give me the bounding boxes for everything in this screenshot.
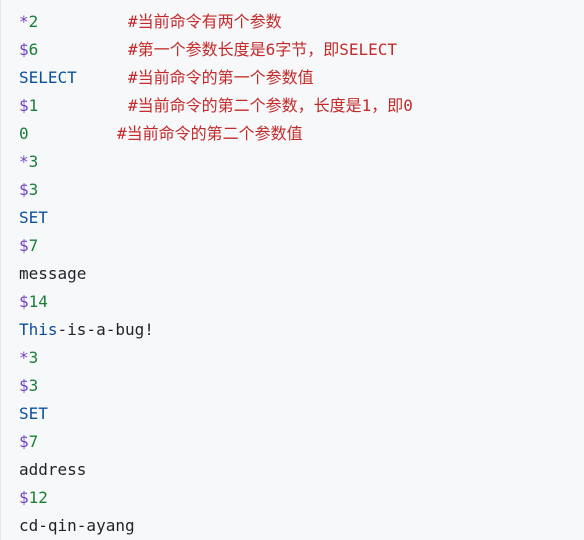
code-token: $: [19, 488, 29, 507]
code-line: $3: [19, 176, 38, 204]
code-token: SET: [19, 208, 48, 227]
code-token: 3: [28, 180, 39, 199]
code-line: SET: [19, 400, 48, 428]
code-line: $12: [19, 484, 48, 512]
code-line: $1: [19, 92, 38, 120]
code-token: $: [19, 376, 29, 395]
code-comment: #当前命令有两个参数: [128, 12, 282, 31]
code-token: SELECT: [19, 68, 77, 87]
code-line: This-is-a-bug!: [19, 316, 154, 344]
code-token: $: [19, 40, 29, 59]
code-token: message: [19, 264, 87, 283]
code-line: SET: [19, 204, 48, 232]
code-token: address: [19, 460, 87, 479]
code-token: 14: [28, 292, 48, 311]
code-token: *: [19, 348, 29, 367]
code-comment: #当前命令的第二个参数，长度是1，即0: [128, 96, 413, 115]
code-line: *2: [19, 8, 38, 36]
code-line: *3: [19, 148, 38, 176]
code-token: *: [19, 12, 29, 31]
code-token: $: [19, 236, 29, 255]
code-token: SET: [19, 404, 48, 423]
code-comment: #当前命令的第一个参数值: [128, 68, 314, 87]
code-line: cd-qin-ayang: [19, 512, 135, 540]
code-token: $: [19, 96, 29, 115]
code-line: address: [19, 456, 86, 484]
code-token: 3: [28, 348, 39, 367]
code-token: This: [19, 320, 58, 339]
code-comment: #第一个参数长度是6字节，即SELECT: [128, 40, 398, 59]
code-token: -is-a-bug!: [57, 320, 154, 339]
code-token: cd-qin-ayang: [19, 516, 135, 535]
code-token: 3: [28, 152, 39, 171]
code-token: 3: [28, 376, 39, 395]
code-token: 0: [19, 124, 29, 143]
code-line: message: [19, 260, 86, 288]
code-token: 2: [28, 12, 39, 31]
code-token: $: [19, 180, 29, 199]
code-line: *3: [19, 344, 38, 372]
code-line: 0: [19, 120, 29, 148]
code-token: 7: [28, 236, 39, 255]
code-comment: #当前命令的第二个参数值: [117, 124, 303, 143]
code-token: 6: [28, 40, 39, 59]
code-line: $6: [19, 36, 38, 64]
code-token: 7: [28, 432, 39, 451]
code-token: 12: [28, 488, 48, 507]
code-token: $: [19, 292, 29, 311]
code-line: $7: [19, 232, 38, 260]
code-line: SELECT: [19, 64, 77, 92]
code-token: $: [19, 432, 29, 451]
code-line: $7: [19, 428, 38, 456]
code-token: *: [19, 152, 29, 171]
code-line: $14: [19, 288, 48, 316]
code-token: 1: [28, 96, 39, 115]
code-line: $3: [19, 372, 38, 400]
